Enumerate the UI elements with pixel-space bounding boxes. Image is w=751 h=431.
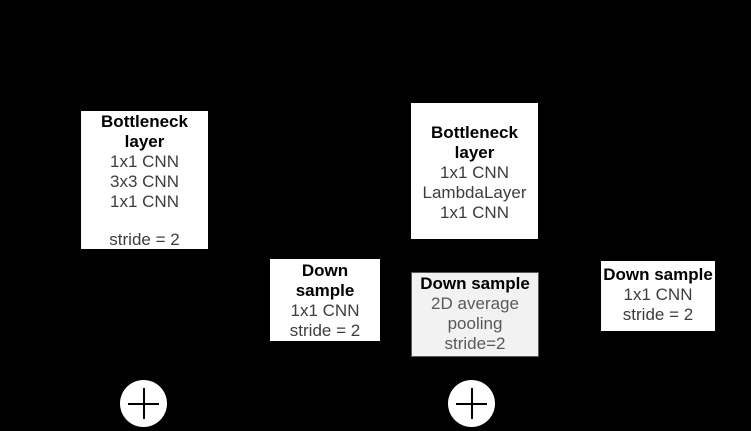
box-text-line: 1x1 CNN	[623, 285, 693, 304]
add-node-left	[120, 380, 167, 427]
bottleneck-lambda-box: Bottleneck layer 1x1 CNN LambdaLayer 1x1…	[411, 103, 538, 239]
add-node-right	[448, 380, 495, 427]
box-text-line: 1x1 CNN	[440, 203, 509, 222]
box-text-line: stride=2	[444, 334, 506, 353]
downsample-avgpool-box: Down sample 2D average pooling stride=2	[411, 272, 539, 357]
blank-line	[81, 212, 208, 230]
downsample-conv-box-right: Down sample 1x1 CNN stride = 2	[601, 261, 715, 331]
box-text-line: stride = 2	[289, 321, 361, 340]
box-text-line: 1x1 CNN	[290, 301, 360, 320]
box-title-line: Down sample	[603, 265, 713, 284]
box-text-line: pooling	[447, 314, 503, 333]
box-title-line: Bottleneck	[101, 112, 188, 131]
box-text-line: 1x1 CNN	[110, 152, 179, 171]
box-text-line: 2D average	[431, 294, 519, 313]
bottleneck-conv-box: Bottleneck layer 1x1 CNN 3x3 CNN 1x1 CNN…	[81, 111, 208, 249]
box-title-line: Down	[301, 261, 349, 280]
box-text-line: stride = 2	[622, 305, 694, 324]
box-text-line: 1x1 CNN	[440, 163, 509, 182]
box-title-line: Down sample	[420, 274, 530, 293]
box-title-line: Bottleneck	[431, 123, 518, 142]
box-text-line: LambdaLayer	[422, 183, 527, 202]
box-text-line: 3x3 CNN	[110, 172, 179, 191]
box-text-line: stride = 2	[109, 230, 180, 249]
box-text-line: 1x1 CNN	[110, 192, 179, 211]
box-title-line: layer	[124, 132, 165, 151]
box-title-line: sample	[295, 281, 355, 300]
downsample-conv-box-left: Down sample 1x1 CNN stride = 2	[270, 259, 380, 341]
box-title-line: layer	[454, 143, 495, 162]
